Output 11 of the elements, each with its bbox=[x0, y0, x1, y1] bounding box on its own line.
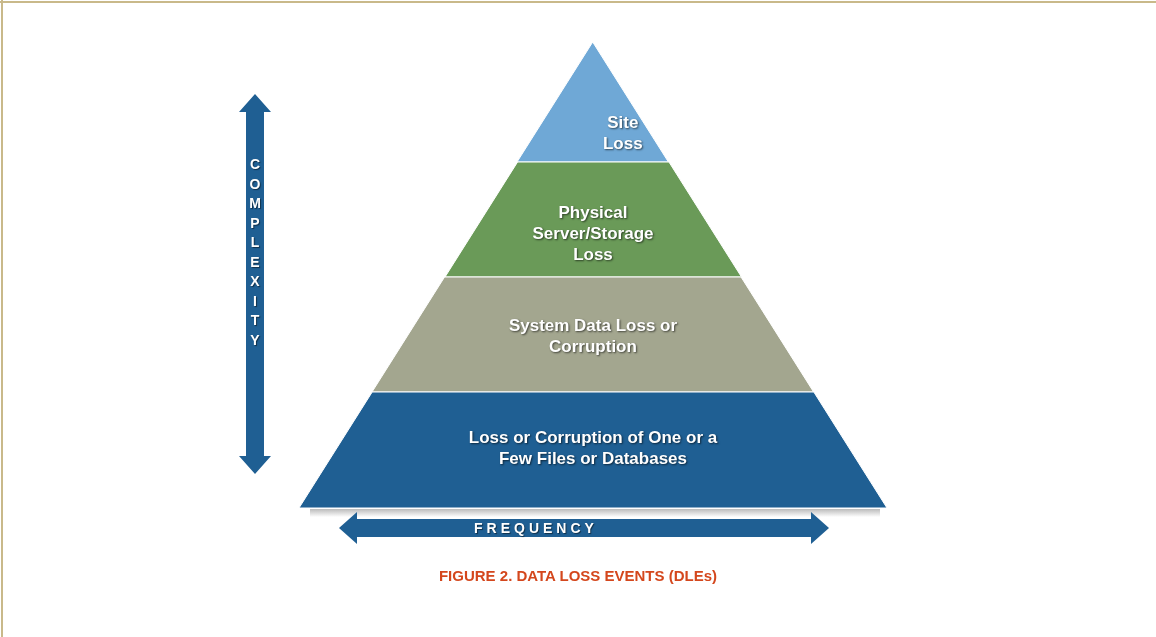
figure-caption: FIGURE 2. DATA LOSS EVENTS (DLEs) bbox=[437, 567, 719, 584]
pyramid-tier bbox=[372, 277, 814, 392]
tier-label: Site Loss bbox=[603, 112, 643, 154]
pyramid-tier bbox=[444, 162, 742, 277]
pyramid-tier bbox=[517, 42, 669, 162]
tier-label: Physical Server/Storage Loss bbox=[531, 202, 655, 265]
tier-label: System Data Loss or Corruption bbox=[507, 315, 679, 357]
axis-label: COMPLEXITY bbox=[249, 155, 261, 350]
axis-label: FREQUENCY bbox=[474, 519, 598, 537]
tier-label: Loss or Corruption of One or a Few Files or Databases bbox=[467, 427, 719, 469]
pyramid-tier bbox=[299, 392, 887, 508]
